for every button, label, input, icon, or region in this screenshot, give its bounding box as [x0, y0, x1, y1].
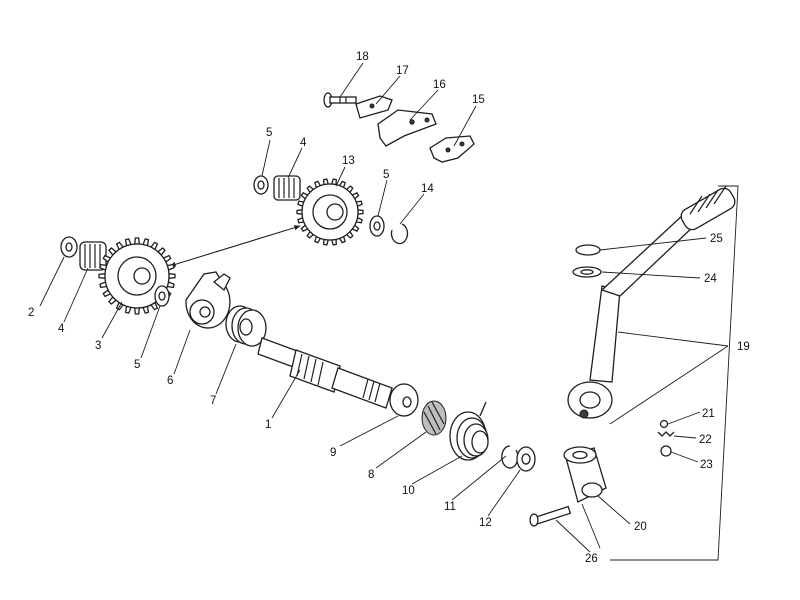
- ratchet-gear-8: [421, 400, 447, 436]
- callout-8: 8: [368, 469, 374, 481]
- footpeg-rubber: [680, 185, 736, 231]
- gear3-tooth: [133, 237, 141, 245]
- ball-21: [659, 419, 669, 429]
- thrust-washer-9: [389, 383, 419, 417]
- callout-12: 12: [479, 517, 492, 529]
- callout-20: 20: [634, 521, 647, 533]
- gear-13: [296, 178, 364, 246]
- callout-14: 14: [421, 183, 434, 195]
- callout-3: 3: [95, 340, 101, 352]
- washer-5-lower: [154, 285, 170, 307]
- washer-5-right: [369, 215, 385, 237]
- gear3-tooth: [133, 307, 141, 315]
- callout-4-lower: 4: [58, 323, 65, 335]
- callout-23: 23: [700, 459, 713, 471]
- callout-6: 6: [167, 375, 173, 387]
- lever-boss-20: [563, 446, 607, 503]
- callout-9: 9: [330, 447, 336, 459]
- callout-19: 19: [737, 341, 750, 353]
- callout-16: 16: [433, 79, 446, 91]
- needle-bearing-4-lower: [79, 241, 107, 271]
- callout-25: 25: [710, 233, 723, 245]
- callout-7: 7: [210, 395, 216, 407]
- washer-5-upper: [253, 175, 269, 195]
- gear3-tooth: [98, 272, 106, 280]
- callout-15: 15: [472, 94, 485, 106]
- ratchet-6: [185, 271, 231, 329]
- spring-22: [657, 431, 675, 437]
- callout-18: 18: [356, 51, 369, 63]
- gear-3: [98, 237, 176, 315]
- callout-13: 13: [342, 155, 355, 167]
- callout-26: 26: [585, 553, 598, 565]
- return-spring-10: [449, 401, 489, 461]
- callout-2: 2: [28, 307, 34, 319]
- callout-22: 22: [699, 434, 712, 446]
- callout-21: 21: [702, 408, 715, 420]
- callout-24: 24: [704, 273, 717, 285]
- plate-17: [355, 95, 393, 119]
- callout-10: 10: [402, 485, 415, 497]
- callout-1: 1: [265, 419, 271, 431]
- circlip-25: [575, 244, 601, 256]
- callout-11: 11: [444, 501, 456, 513]
- kick-lever-19: [567, 213, 697, 419]
- bolt-18: [323, 92, 357, 108]
- washer-2: [60, 236, 78, 258]
- washer-12: [516, 446, 536, 472]
- guide-16: [377, 109, 437, 147]
- callout-4-upper: 4: [300, 137, 307, 149]
- gear13-tooth: [296, 209, 303, 215]
- shaft-1: [257, 337, 393, 409]
- needle-bearing-4-upper: [273, 175, 301, 201]
- callout-17: 17: [396, 65, 409, 77]
- gear3-tooth: [168, 272, 176, 280]
- gear13-tooth: [357, 209, 364, 215]
- callout-5-right: 5: [383, 169, 389, 181]
- cap-23: [660, 445, 672, 457]
- spring-7: [225, 305, 267, 347]
- callout-5-upper: 5: [266, 127, 272, 139]
- bolt-26: [529, 505, 572, 527]
- guide-15: [429, 135, 475, 163]
- callout-5-lower: 5: [134, 359, 140, 371]
- washer-24: [572, 266, 602, 278]
- circlip-14: [390, 223, 409, 245]
